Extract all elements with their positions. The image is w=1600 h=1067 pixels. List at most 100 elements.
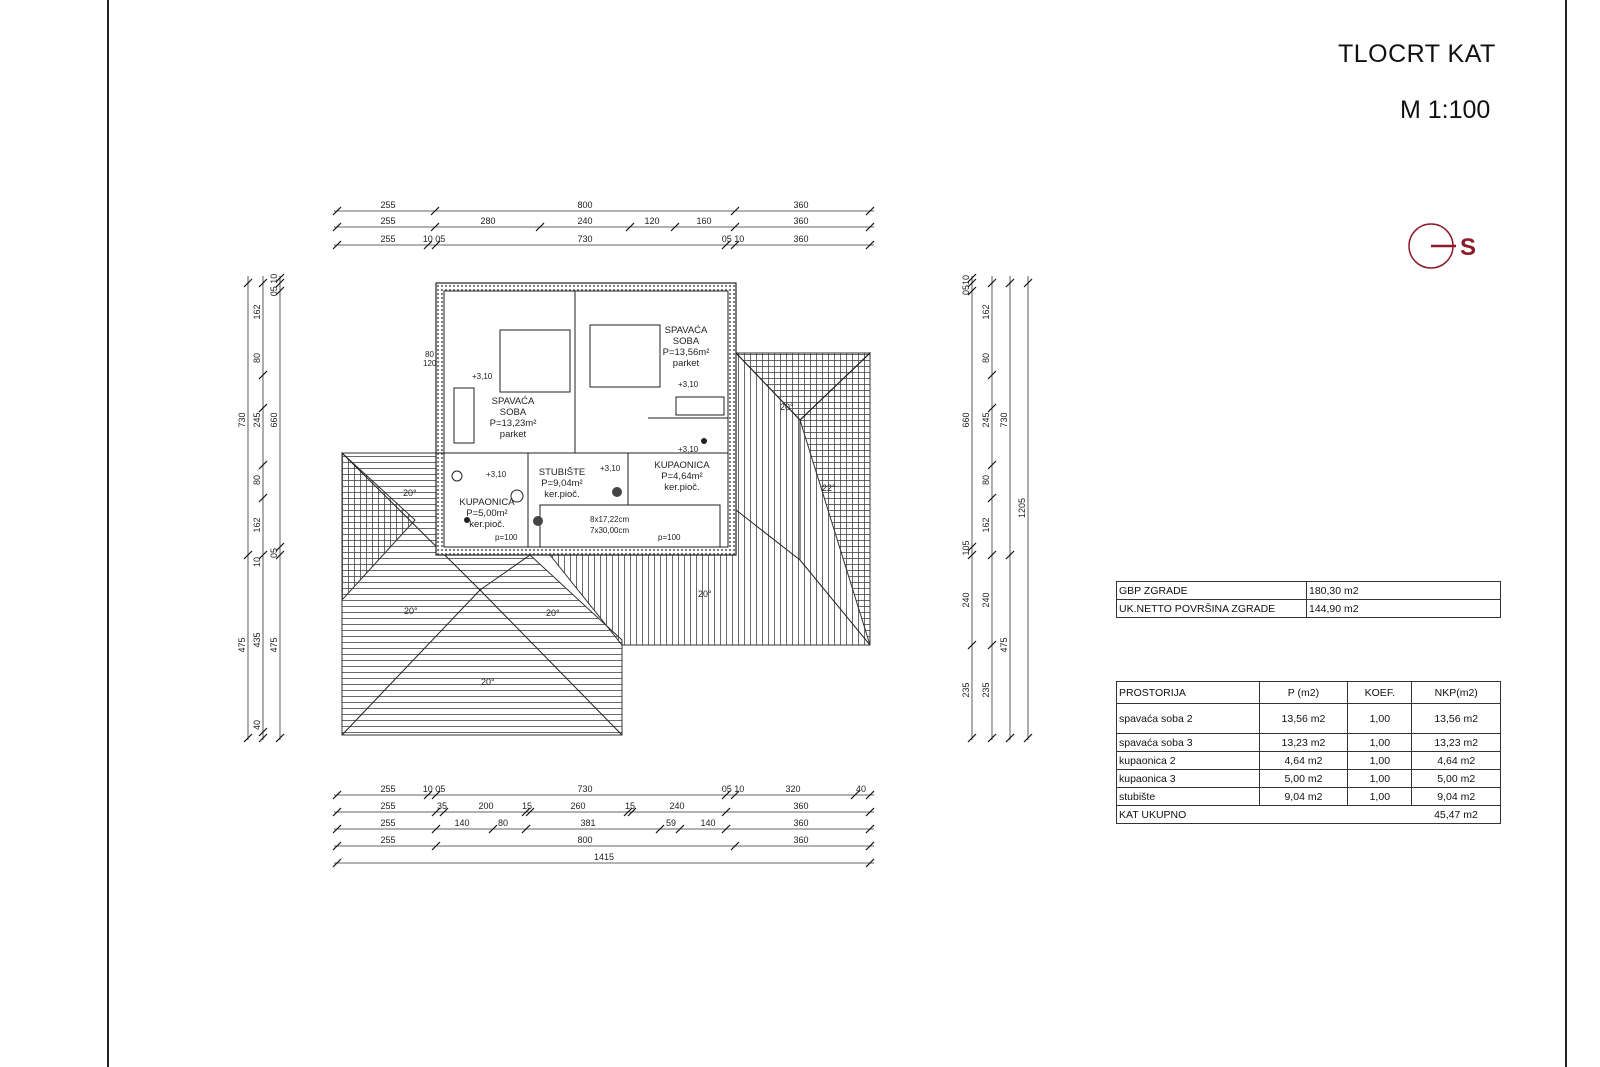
dimension-label: 660 xyxy=(961,412,971,427)
dimension-tick xyxy=(535,222,545,232)
dimension-label: 05 10 xyxy=(269,274,279,297)
slope-label: 20° xyxy=(481,677,495,687)
dimension-tick xyxy=(987,278,997,288)
room-floor: parket xyxy=(673,358,700,369)
dimension-tick xyxy=(258,460,268,470)
dimension-label: 240 xyxy=(961,592,971,607)
dimension-label: 235 xyxy=(981,682,991,697)
radiator xyxy=(453,387,475,444)
room-name: STUBIŠTE xyxy=(539,467,585,478)
dimension-tick xyxy=(730,222,740,232)
dimension-tick xyxy=(258,733,268,743)
dimension-tick xyxy=(721,824,731,834)
slope-label: 20° xyxy=(546,608,560,618)
room-name: SOBA xyxy=(673,336,700,347)
dimension-tick xyxy=(431,240,441,250)
dimension-tick xyxy=(275,550,285,560)
dimension-tick xyxy=(850,790,860,800)
level-mark: +3,10 xyxy=(486,470,507,479)
dimension-label: 730 xyxy=(577,784,592,794)
room-floor: parket xyxy=(500,429,527,440)
dimension-tick xyxy=(967,278,977,288)
dimension-label: 160 xyxy=(696,216,711,226)
dimension-tick xyxy=(332,240,342,250)
room-name: KUPAONICA xyxy=(654,460,710,471)
dimension-tick xyxy=(332,807,342,817)
dimension-tick xyxy=(987,640,997,650)
dimension-tick xyxy=(987,370,997,380)
dimension-label: 162 xyxy=(981,304,991,319)
dimension-tick xyxy=(258,370,268,380)
window-width: 80 xyxy=(425,350,434,359)
dimension-tick xyxy=(431,807,441,817)
dimension-tick xyxy=(275,733,285,743)
room-area: P=9,04m² xyxy=(541,478,582,489)
dimension-tick xyxy=(865,841,875,851)
dimension-label: 120 xyxy=(644,216,659,226)
dimension-tick xyxy=(730,841,740,851)
dimension-tick xyxy=(275,273,285,283)
dimension-tick xyxy=(721,790,731,800)
dimension-label: 730 xyxy=(237,412,247,427)
dimension-label: 245 xyxy=(981,412,991,427)
dimension-label: 40 xyxy=(856,784,866,794)
dimension-tick xyxy=(332,841,342,851)
room-floor: ker.pioč. xyxy=(469,519,504,530)
staircase xyxy=(539,504,721,548)
dimension-tick xyxy=(439,807,449,817)
dimension-label: 381 xyxy=(580,818,595,828)
dimension-tick xyxy=(1005,733,1015,743)
dimension-tick xyxy=(275,542,285,552)
dimension-label: 80 xyxy=(981,475,991,485)
level-mark: +3,10 xyxy=(600,464,621,473)
dimension-tick xyxy=(258,403,268,413)
plan-annotations: 8x17,22cm 7x30,00cm +3,10 +3,10 +3,10 +3… xyxy=(423,350,699,542)
dimension-tick xyxy=(1005,278,1015,288)
dimension-tick xyxy=(730,206,740,216)
slope-label: 20° xyxy=(403,488,417,498)
dimension-tick xyxy=(865,790,875,800)
dimension-label: 255 xyxy=(380,234,395,244)
dimension-label: 240 xyxy=(577,216,592,226)
dimension-label: 80 xyxy=(252,475,262,485)
level-mark: +3,10 xyxy=(678,380,699,389)
dimension-tick xyxy=(521,824,531,834)
dimension-tick xyxy=(1005,550,1015,560)
dimension-tick xyxy=(1023,278,1033,288)
room-floor: ker.pioč. xyxy=(544,489,579,500)
dimension-label: 105 xyxy=(961,540,971,555)
dimension-label: 245 xyxy=(252,412,262,427)
dimension-lines xyxy=(247,210,1029,864)
dimension-label: 59 xyxy=(666,818,676,828)
dimension-tick xyxy=(721,240,731,250)
dimension-tick xyxy=(967,542,977,552)
dimension-tick xyxy=(865,206,875,216)
dimension-label: 255 xyxy=(380,216,395,226)
drawing-scale: M 1:100 xyxy=(1400,96,1491,124)
sill-height: p=100 xyxy=(495,533,518,542)
dimension-tick xyxy=(243,278,253,288)
stair-rise: 8x17,22cm xyxy=(590,515,629,524)
dimension-label: 255 xyxy=(380,835,395,845)
dimension-label: 80 xyxy=(498,818,508,828)
room-name: SPAVAĆA xyxy=(665,325,708,336)
dimension-tick xyxy=(423,790,433,800)
room-name: KUPAONICA xyxy=(459,497,515,508)
sheet-border-left xyxy=(107,0,109,1067)
dimension-label: 660 xyxy=(269,412,279,427)
dimension-tick xyxy=(987,460,997,470)
dimension-tick xyxy=(655,824,665,834)
north-label: S xyxy=(1460,234,1476,261)
room-name: SPAVAĆA xyxy=(492,396,535,407)
dimension-label: 280 xyxy=(480,216,495,226)
dimension-tick xyxy=(488,824,498,834)
dimension-label: 240 xyxy=(981,592,991,607)
dimension-tick xyxy=(430,222,440,232)
